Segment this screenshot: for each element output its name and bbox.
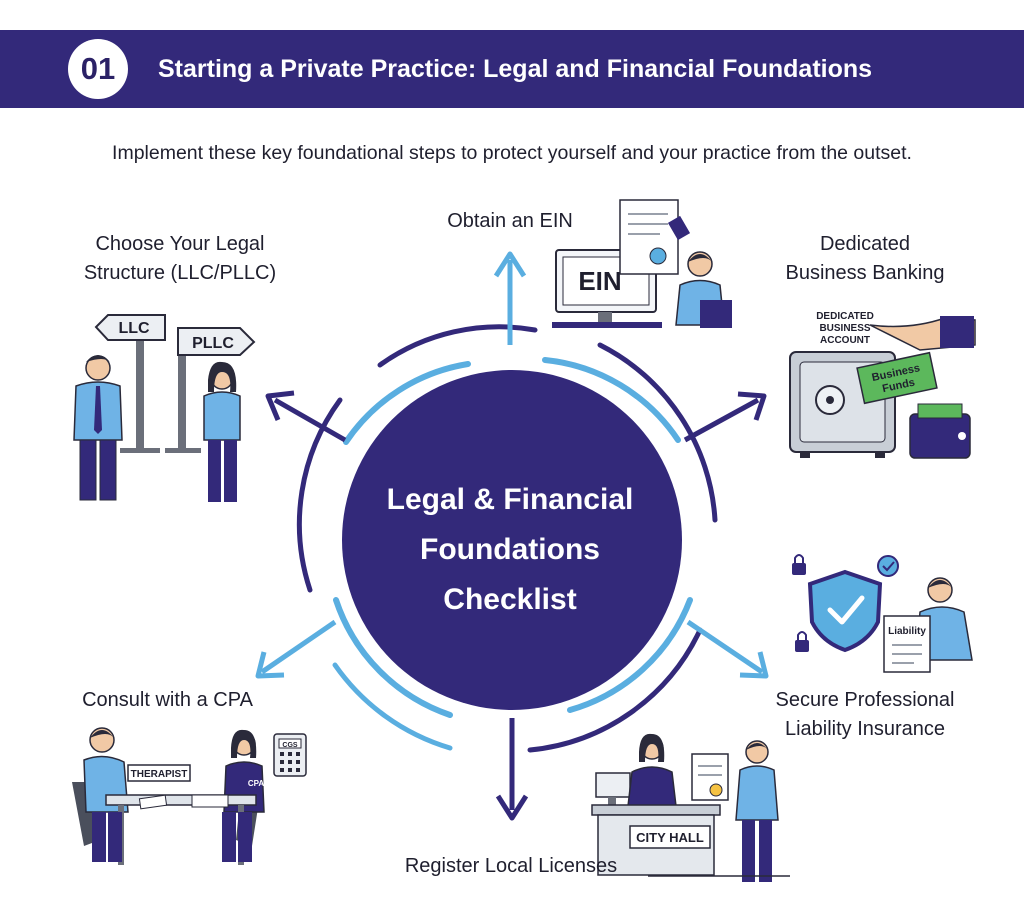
step-number-badge: 01 [68, 39, 128, 99]
pllc-sign-text: PLLC [192, 335, 234, 352]
therapist-badge [127, 764, 191, 782]
city-hall-illustration: CITY HALL [591, 733, 790, 882]
pllc-sign [177, 327, 256, 356]
account-label-line2: BUSINESS [819, 323, 870, 334]
arrow-to-banking [683, 391, 767, 443]
checklist-title-line3: Checklist [443, 583, 577, 616]
arrow-to-insurance [686, 619, 769, 679]
arrow-to-licenses [495, 718, 529, 821]
calculator-display-text: CGS [282, 742, 298, 749]
checklist-title: Legal & Financial Foundations Checklist [360, 475, 660, 625]
lock-icon [795, 631, 809, 652]
checklist-title-line2: Foundations [420, 533, 600, 566]
shield-icon [807, 569, 883, 653]
liability-document-text: Liability [888, 626, 926, 637]
lock-icon [792, 554, 806, 575]
step-licenses-label: Register Local Licenses [404, 855, 618, 877]
cpa-badge-text: CPA [248, 779, 265, 788]
ein-illustration: EIN [552, 199, 732, 328]
step-insurance-label: Secure Professional Liability Insurance [775, 689, 955, 740]
therapist-badge-text: THERAPIST [131, 769, 188, 780]
legal-structure-illustration: LLC PLLC [73, 314, 256, 502]
arrow-to-ein [493, 251, 527, 345]
step-legal-structure-label: Choose Your Legal Structure (LLC/PLLC) [83, 233, 277, 284]
arrow-to-cpa [255, 619, 337, 679]
page-title: Starting a Private Practice: Legal and F… [158, 55, 873, 83]
header-bar: 01 Starting a Private Practice: Legal an… [0, 30, 1024, 108]
ein-screen-text: EIN [578, 266, 621, 296]
cycle-rings [296, 324, 718, 753]
city-hall-sign-text: CITY HALL [636, 830, 704, 845]
center-circle [342, 370, 682, 710]
step-banking-label: Dedicated Business Banking [785, 233, 945, 284]
meeting-table [105, 794, 257, 806]
insurance-illustration: Liability [792, 554, 973, 673]
step-ein-label: Obtain an EIN [447, 210, 573, 232]
checklist-title-line1: Legal & Financial [386, 483, 634, 516]
llc-sign-text: LLC [118, 320, 150, 337]
arrow-to-legal-structure [265, 390, 347, 443]
account-label-line3: ACCOUNT [820, 335, 870, 346]
step-cpa-label: Consult with a CPA [82, 689, 253, 711]
page-subtitle: Implement these key foundational steps t… [112, 142, 912, 164]
llc-sign [94, 314, 166, 341]
check-badge-icon [877, 555, 899, 577]
cpa-meeting-illustration: CGS THERAPIST CPA [72, 727, 307, 865]
business-funds-bill [856, 351, 938, 405]
banking-illustration: DEDICATED BUSINESS ACCOUNT Business Fund… [789, 311, 976, 459]
account-label-line1: DEDICATED [816, 311, 874, 322]
